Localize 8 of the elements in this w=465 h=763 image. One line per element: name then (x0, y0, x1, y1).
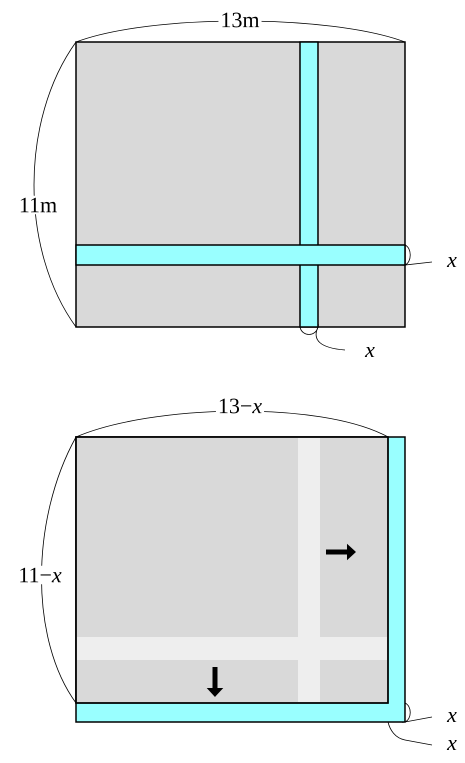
dimension-label: x (445, 738, 459, 752)
dimension-label: x (445, 710, 459, 724)
dimension-label: x (445, 254, 459, 270)
dimension-label: 11−x (16, 566, 64, 584)
dimension-label: 11m (16, 196, 60, 214)
dimension-label: 13m (218, 10, 262, 30)
dimension-label: 13−x (216, 396, 264, 416)
dimension-label: x (363, 344, 377, 360)
